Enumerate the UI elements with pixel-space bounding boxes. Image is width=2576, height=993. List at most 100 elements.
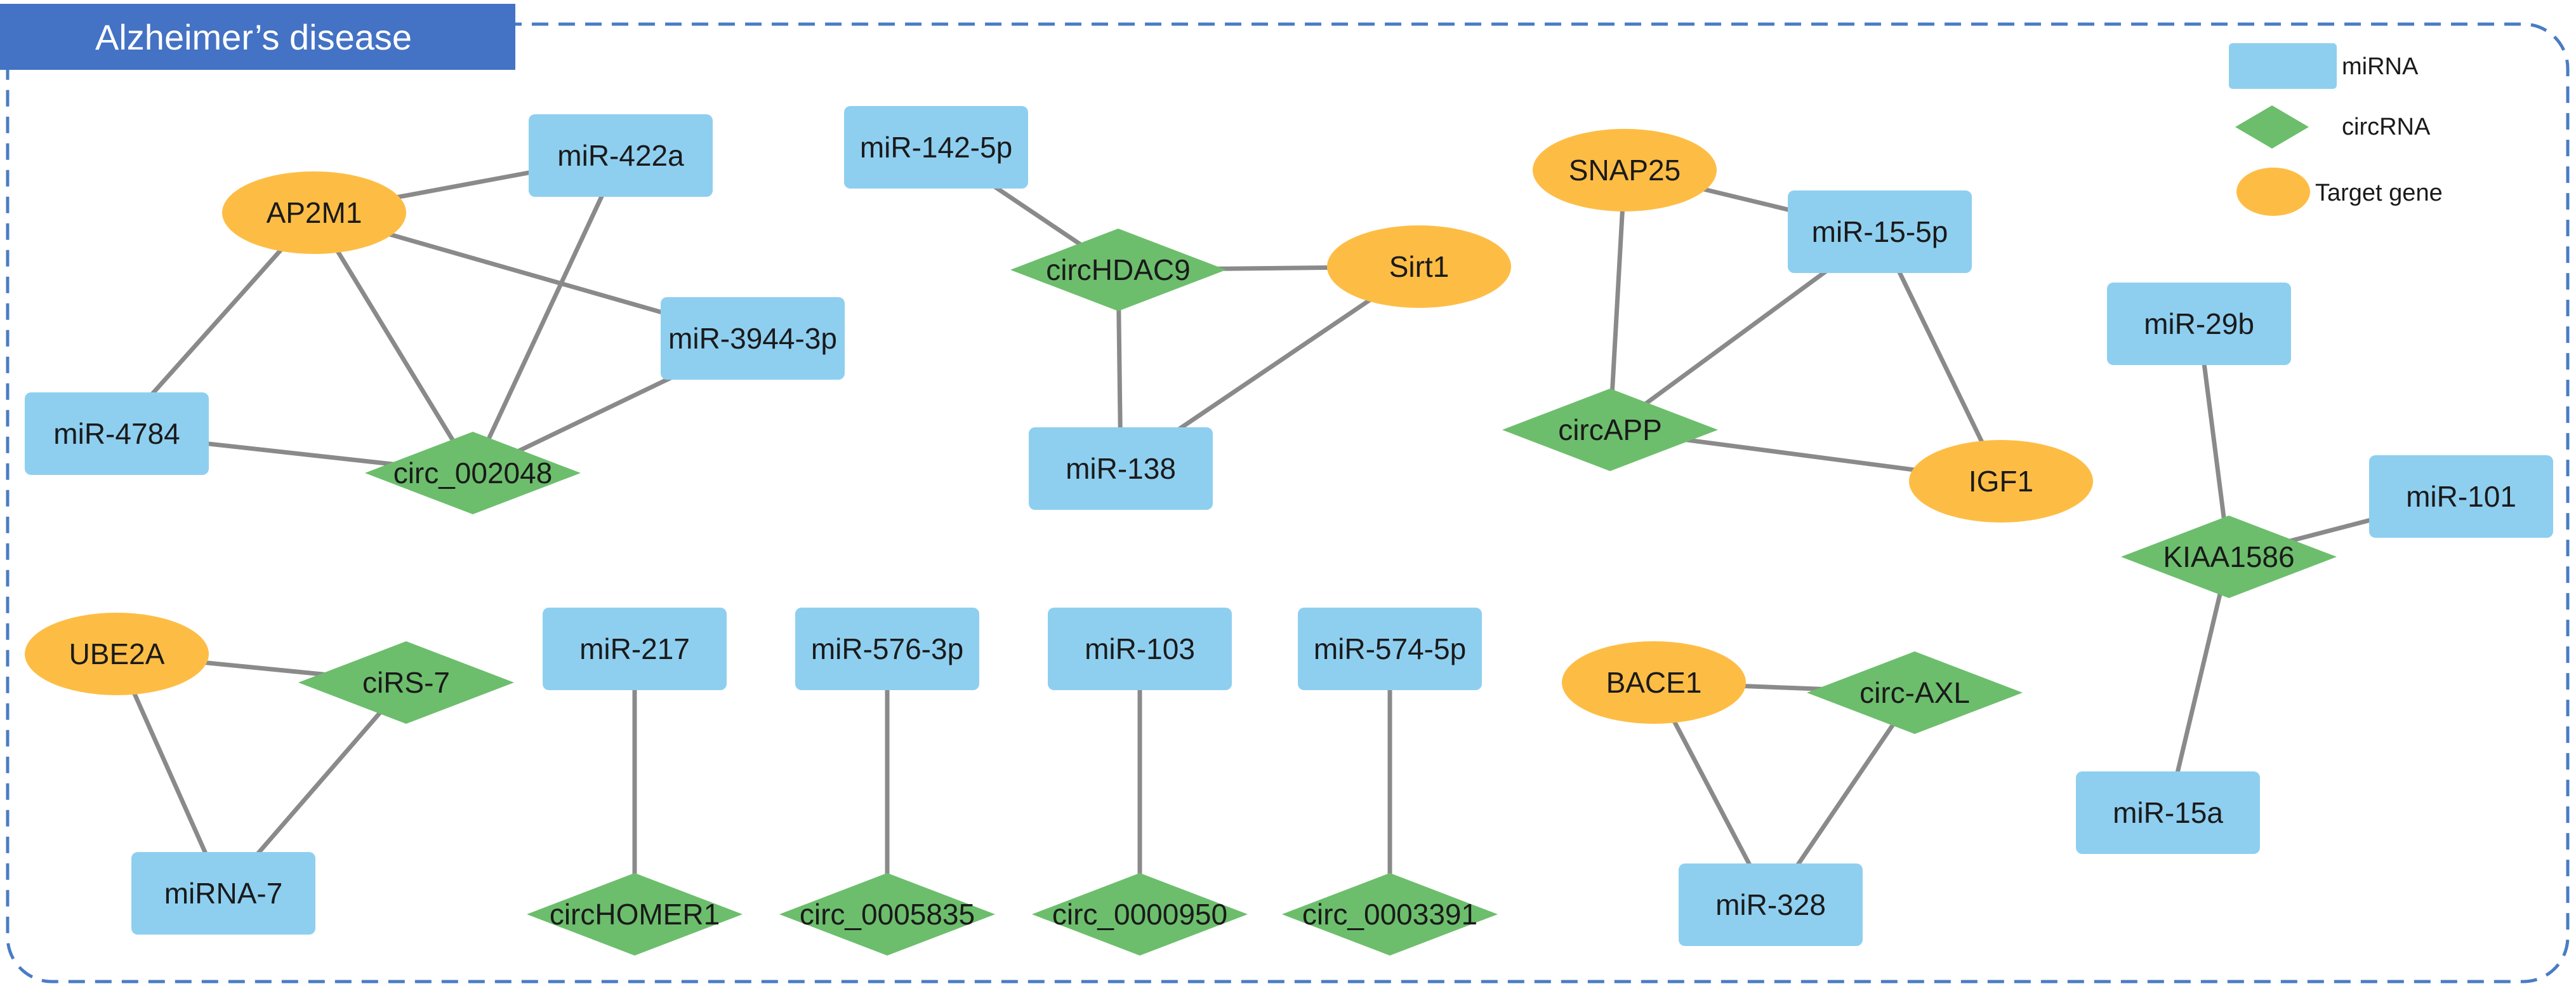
node-label: circ_0005835 <box>800 898 975 931</box>
circrna-node-shape <box>1807 651 2023 734</box>
node-circ0005835: circ_0005835 <box>779 873 995 956</box>
edge-kiaa1586-mir15a <box>2165 556 2231 813</box>
node-label: circHDAC9 <box>1046 253 1190 286</box>
node-label: IGF1 <box>1969 465 2033 498</box>
node-cirs7: ciRS-7 <box>298 641 514 724</box>
node-label: miR-101 <box>2406 480 2516 513</box>
node-label: circAPP <box>1558 413 1662 446</box>
node-mir217: miR-217 <box>543 608 727 690</box>
node-mir15a: miR-15a <box>2076 771 2260 854</box>
node-label: miRNA-7 <box>164 877 283 910</box>
node-snap25: SNAP25 <box>1533 129 1717 211</box>
node-mir422a: miR-422a <box>529 114 713 197</box>
gene-node-shape <box>1562 641 1746 724</box>
node-label: Sirt1 <box>1389 250 1450 283</box>
gene-node-shape <box>1533 129 1717 211</box>
node-label: miR-328 <box>1715 888 1826 921</box>
legend-mirna-swatch <box>2229 43 2337 89</box>
node-label: miR-574-5p <box>1314 632 1466 665</box>
circrna-node-shape <box>779 873 995 956</box>
mirna-node-shape <box>529 114 713 197</box>
node-circ0003391: circ_0003391 <box>1282 873 1498 956</box>
node-label: ciRS-7 <box>362 666 450 699</box>
circrna-node-shape <box>1032 873 1248 956</box>
circrna-node-shape <box>365 432 581 514</box>
node-ap2m1: AP2M1 <box>222 171 406 254</box>
node-label: SNAP25 <box>1569 154 1681 187</box>
node-label: miR-422a <box>557 139 684 172</box>
node-circaxl: circ-AXL <box>1807 651 2023 734</box>
node-label: miR-4784 <box>53 417 180 450</box>
diagram-title: Alzheimer’s disease <box>95 17 412 57</box>
circrna-node-shape <box>298 641 514 724</box>
node-igf1: IGF1 <box>1909 440 2093 523</box>
node-mir576: miR-576-3p <box>795 608 979 690</box>
node-label: miR-217 <box>579 632 690 665</box>
node-mirna7: miRNA-7 <box>131 852 315 935</box>
node-label: circHOMER1 <box>550 898 720 931</box>
mirna-node-shape <box>661 297 845 380</box>
node-label: BACE1 <box>1606 666 1702 699</box>
edge-ap2m1-circ002048 <box>312 211 475 474</box>
node-label: miR-15-5p <box>1812 215 1948 248</box>
node-label: circ_0003391 <box>1302 898 1477 931</box>
mirna-node-shape <box>2076 771 2260 854</box>
node-label: miR-3944-3p <box>668 322 837 355</box>
node-label: miR-142-5p <box>860 131 1012 164</box>
mirna-node-shape <box>131 852 315 935</box>
node-mir142: miR-142-5p <box>844 106 1028 189</box>
edge-mir422a-circ002048 <box>470 154 623 474</box>
node-mir574: miR-574-5p <box>1298 608 1482 690</box>
legend-gene-label: Target gene <box>2315 180 2443 206</box>
node-mir328: miR-328 <box>1679 863 1863 946</box>
node-label: circ_002048 <box>393 457 553 490</box>
node-label: AP2M1 <box>267 196 362 229</box>
edge-mir15_5p-igf1 <box>1877 230 2004 483</box>
legend-mirna-label: miRNA <box>2342 53 2419 80</box>
diagram-frame <box>6 22 2570 983</box>
circrna-node-shape <box>2121 516 2337 598</box>
legend: miRNA circRNA Target gene <box>2229 43 2443 216</box>
node-mir4784: miR-4784 <box>25 392 209 475</box>
circrna-node-shape <box>527 873 743 956</box>
node-kiaa1586: KIAA1586 <box>2121 516 2337 598</box>
node-label: miR-29b <box>2144 307 2254 340</box>
legend-item-mirna: miRNA <box>2229 43 2419 89</box>
node-label: miR-103 <box>1085 632 1195 665</box>
circrna-node-shape <box>1010 229 1226 311</box>
node-label: circ_0000950 <box>1052 898 1227 931</box>
node-mir103: miR-103 <box>1048 608 1232 690</box>
circrna-node-shape <box>1282 873 1498 956</box>
node-layer: AP2M1 miR-422a miR-3944-3p miR-4784 circ_002… <box>25 106 2553 956</box>
edge-snap25-circapp <box>1608 170 1627 430</box>
node-label: UBE2A <box>69 637 165 670</box>
legend-circrna-label: circRNA <box>2342 114 2431 140</box>
node-label: KIAA1586 <box>2163 540 2294 573</box>
gene-node-shape <box>1909 440 2093 523</box>
title-banner: Alzheimer’s disease <box>0 4 515 70</box>
node-circ002048: circ_002048 <box>365 432 581 514</box>
node-circapp: circAPP <box>1502 389 1718 471</box>
gene-node-shape <box>222 171 406 254</box>
mirna-node-shape <box>844 106 1028 189</box>
mirna-node-shape <box>1048 608 1232 690</box>
gene-node-shape <box>25 613 209 695</box>
mirna-node-shape <box>1298 608 1482 690</box>
mirna-node-shape <box>1788 190 1972 273</box>
node-circhdac9: circHDAC9 <box>1010 229 1226 311</box>
legend-gene-swatch <box>2236 168 2310 216</box>
node-mir101: miR-101 <box>2369 455 2553 538</box>
gene-node-shape <box>1327 225 1511 308</box>
mirna-node-shape <box>25 392 209 475</box>
node-sirt1: Sirt1 <box>1327 225 1511 308</box>
node-label: miR-15a <box>2113 796 2223 829</box>
node-label: miR-138 <box>1066 452 1176 485</box>
node-ube2a: UBE2A <box>25 613 209 695</box>
node-circ0000950: circ_0000950 <box>1032 873 1248 956</box>
node-mir3944: miR-3944-3p <box>661 297 845 380</box>
mirna-node-shape <box>795 608 979 690</box>
node-bace1: BACE1 <box>1562 641 1746 724</box>
node-label: miR-576-3p <box>811 632 963 665</box>
mirna-node-shape <box>543 608 727 690</box>
